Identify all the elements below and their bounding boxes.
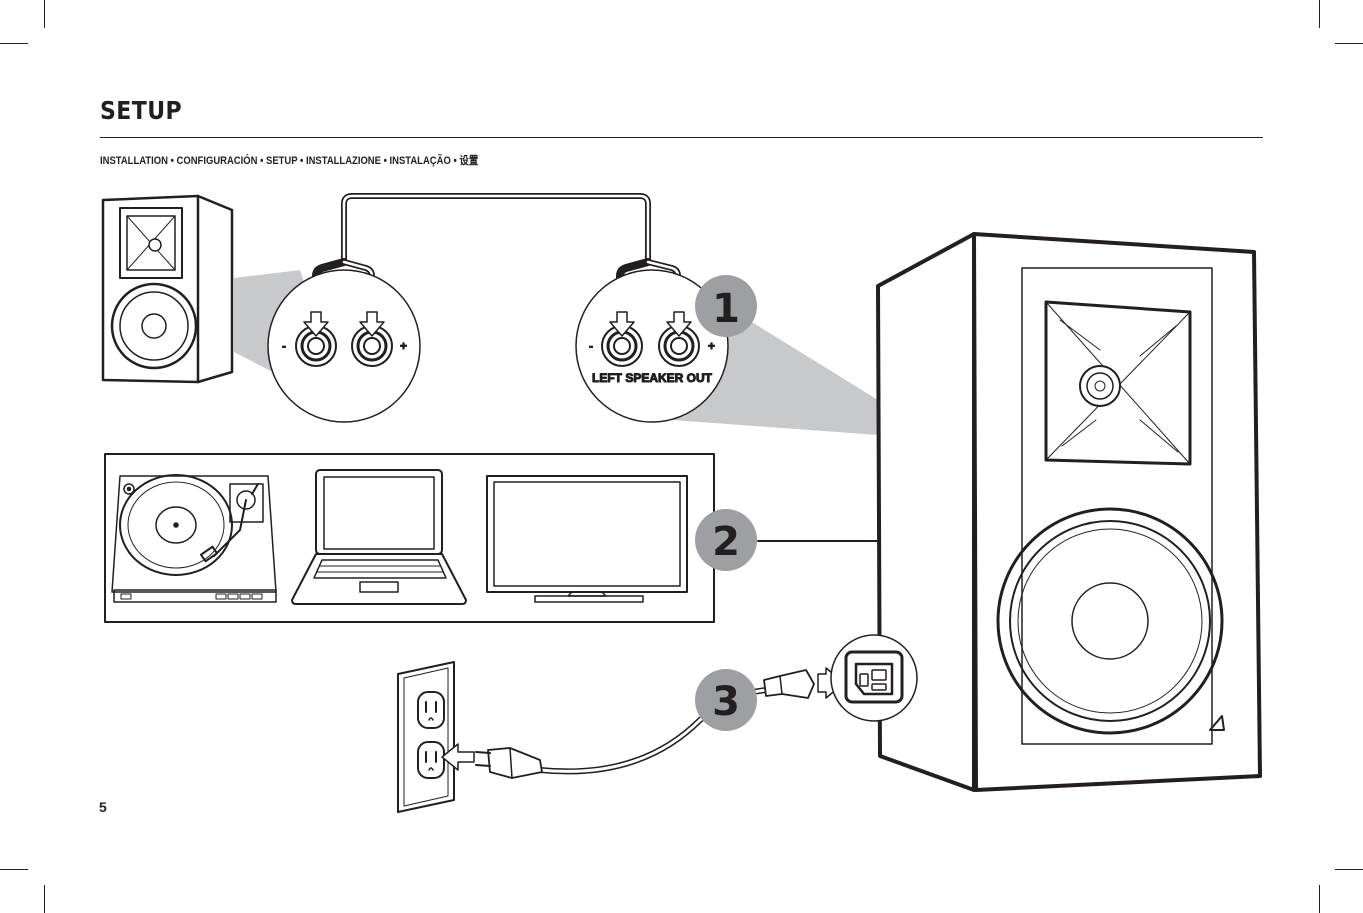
crop-mark [1319, 0, 1320, 28]
left-speaker-out-terminals: - + LEFT SPEAKER OUT [575, 269, 729, 423]
crop-mark [1319, 885, 1320, 913]
tv-icon [486, 475, 688, 603]
title-rule [100, 137, 1263, 138]
power-cord [475, 667, 845, 779]
passive-speaker-terminals: - + [267, 269, 421, 423]
wall-outlet-icon [397, 661, 475, 813]
laptop-icon [291, 469, 467, 605]
passive-speaker-icon [101, 194, 234, 384]
step-badge-1: 1 [695, 275, 757, 337]
powered-speaker-icon [757, 232, 1262, 792]
minus-label: - [282, 339, 286, 353]
step-badge-3: 3 [695, 669, 757, 731]
crop-mark [0, 43, 28, 44]
crop-mark [44, 0, 45, 28]
step-number: 1 [712, 286, 740, 332]
crop-mark [44, 885, 45, 913]
left-speaker-out-label: LEFT SPEAKER OUT [592, 371, 713, 385]
step-badge-2: 2 [695, 509, 757, 571]
plus-label: + [708, 339, 715, 353]
crop-mark [1335, 43, 1363, 44]
plus-label: + [400, 339, 407, 353]
step-number: 2 [712, 519, 740, 565]
page-number: 5 [99, 799, 107, 815]
turntable-icon [111, 474, 277, 603]
minus-label: - [589, 339, 593, 353]
page-subtitle: INSTALLATION • CONFIGURACIÓN • SETUP • I… [100, 155, 479, 167]
crop-mark [0, 869, 28, 870]
power-inlet-callout [830, 634, 918, 722]
step-number: 3 [712, 679, 740, 725]
page-title: SETUP [100, 96, 183, 125]
crop-mark [1335, 869, 1363, 870]
